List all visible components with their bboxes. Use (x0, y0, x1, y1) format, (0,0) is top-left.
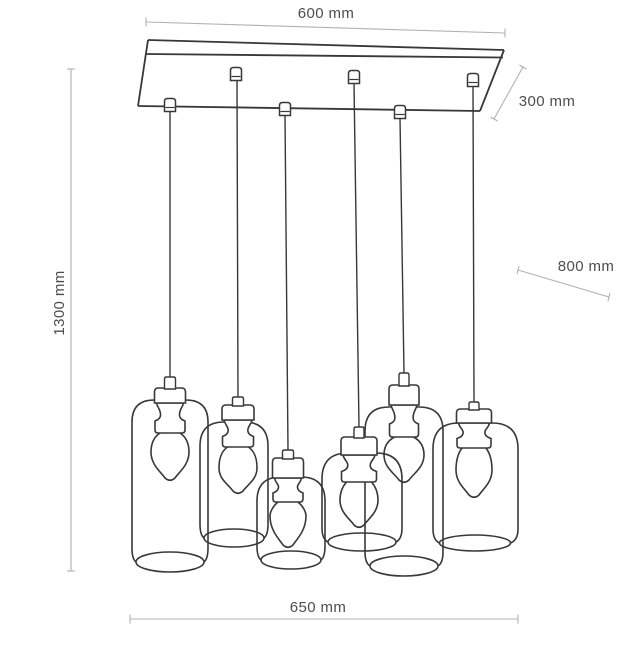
bulb-outline (455, 447, 493, 499)
socket-outline (154, 402, 186, 434)
dimension-label-1300: 1300 mm (51, 270, 68, 335)
cord-grip-body (163, 97, 177, 113)
pendant-fittings-6 (455, 401, 493, 449)
dimension-line-300 (493, 66, 524, 120)
dimension-height: 1300 mm (51, 68, 75, 572)
shade-cap (340, 436, 378, 456)
dimension-annotations: 600 mm 300 mm 800 mm 1300 mm 650 mm (51, 5, 614, 624)
dimension-line-600 (145, 21, 506, 34)
dimension-canopy-width: 600 mm (145, 5, 506, 38)
bulb-outline (383, 436, 425, 484)
socket-outline (388, 404, 420, 438)
cord-grip-3 (393, 104, 407, 120)
shade-cap (388, 384, 420, 406)
shade-cap (153, 387, 187, 404)
cord-grip-4 (229, 66, 243, 82)
dimension-label-600: 600 mm (298, 5, 355, 22)
shade-bottom-rim (135, 551, 205, 573)
dimension-line-800 (517, 269, 610, 298)
dimension-tick (516, 265, 520, 275)
socket-outline (272, 477, 304, 503)
cord-connector (281, 449, 295, 460)
pendant-cord-4 (353, 82, 360, 428)
dimension-tick (490, 116, 498, 122)
ceiling-canopy-outline (137, 39, 505, 112)
socket-outline (456, 422, 492, 449)
bulb-outline (269, 501, 307, 549)
cord-connector (231, 396, 245, 407)
shade-bottom-rim (327, 532, 397, 552)
pendant-fittings-4 (340, 426, 378, 483)
cord-grip-body (347, 69, 361, 85)
shade-bottom-rim (438, 534, 512, 552)
dimension-label-800: 800 mm (558, 258, 615, 275)
dimension-label-650: 650 mm (290, 599, 347, 616)
canopy-front-edge (137, 105, 481, 112)
shade-cap (271, 457, 305, 479)
cord-grip-body (466, 72, 480, 88)
dimension-diagonal: 800 mm (516, 258, 615, 302)
socket-outline (221, 419, 255, 448)
cord-grip-6 (466, 72, 480, 88)
shade-bottom-rim (203, 528, 265, 548)
dimension-label-300: 300 mm (519, 93, 576, 110)
dimension-tick (607, 292, 611, 302)
canopy-inner-edge (146, 53, 504, 59)
shade-bottom-rim (369, 555, 439, 577)
cord-connector (353, 426, 365, 439)
cord-grip-body (229, 66, 243, 82)
shade-cap (221, 404, 255, 421)
dimension-canopy-depth: 300 mm (490, 64, 576, 122)
suspension-cords (169, 79, 475, 451)
pendant-cord-2 (236, 79, 239, 398)
pendant-fittings-3 (271, 449, 305, 503)
canopy-right-edge (479, 49, 505, 112)
dimension-tick (519, 64, 527, 70)
canopy-top-edge (147, 39, 505, 51)
canopy-cord-grips (163, 66, 480, 120)
pendant-cord-3 (284, 114, 289, 451)
bulb-outline (218, 446, 258, 495)
cord-grip-1 (163, 97, 177, 113)
cord-connector (468, 401, 480, 411)
pendant-cord-5 (399, 117, 405, 374)
bulb-outline (339, 481, 379, 529)
pendant-cord-6 (472, 85, 475, 403)
cord-grip-body (278, 101, 292, 117)
pendant-fittings-2 (221, 396, 255, 448)
cord-grip-body (393, 104, 407, 120)
cord-grip-2 (278, 101, 292, 117)
bulb-outline (150, 432, 190, 482)
cord-grip-5 (347, 69, 361, 85)
cord-connector (163, 376, 177, 390)
cord-connector (398, 372, 410, 387)
dimension-bottom-width: 650 mm (129, 599, 519, 624)
sockets-caps-layer (153, 372, 493, 503)
shade-bottom-rim (260, 550, 322, 570)
pendant-lamps (131, 372, 519, 577)
shade-cap (455, 408, 493, 424)
pendant-fittings-5 (388, 372, 420, 438)
socket-outline (340, 454, 378, 483)
pendant-fittings-1 (153, 376, 187, 434)
canopy-left-edge (137, 39, 149, 107)
